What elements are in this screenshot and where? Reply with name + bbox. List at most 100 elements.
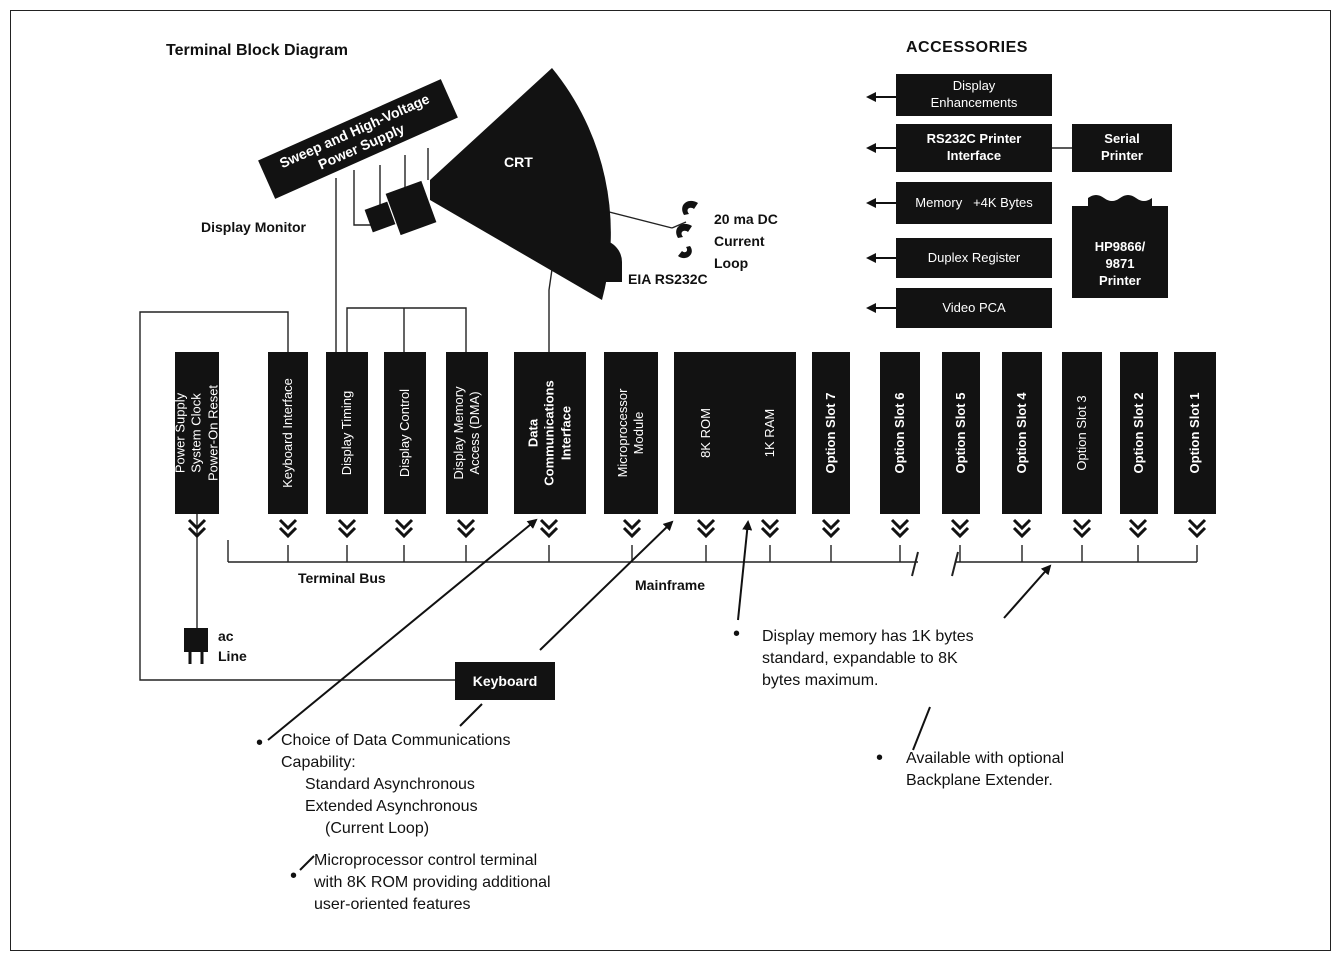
keyboard-label: Keyboard	[472, 672, 538, 689]
printer-interface-line2: Interface	[946, 148, 1002, 163]
power-line2: System Clock	[188, 393, 204, 473]
diagram-title: Terminal Block Diagram	[166, 42, 348, 59]
option-slot-1: Option Slot 1	[1174, 352, 1216, 514]
display-memory-access-module: Display Memory Access (DMA)	[446, 352, 488, 514]
microprocessor-label: Microprocessor Module	[615, 389, 648, 478]
serial-printer-box: Serial Printer	[1072, 124, 1172, 172]
mainframe-label: Mainframe	[635, 577, 706, 593]
printer-interface-line1: RS232C Printer	[926, 131, 1022, 147]
note-mp-line3: user-oriented features	[314, 896, 471, 913]
memory-expansion-box: Memory +4K Bytes	[896, 182, 1052, 224]
data-communications-module: Data Communications Interface	[514, 352, 586, 514]
option-slot-6-label: Option Slot 6	[891, 392, 907, 474]
option-slot-2-label: Option Slot 2	[1130, 392, 1146, 474]
current-loop-line1: 20 ma DC	[714, 211, 778, 227]
data-comm-line3: Interface	[558, 405, 574, 461]
keyboard-interface-label: Keyboard Interface	[279, 378, 295, 488]
data-comm-note: Choice of Data Communications Capability…	[281, 730, 510, 840]
display-enhancements-box: Display Enhancements	[896, 74, 1052, 116]
microprocessor-note: Microprocessor control terminal with 8K …	[314, 850, 551, 916]
note-dc-line1: Choice of Data Communications	[281, 732, 511, 749]
terminal-bus-label: Terminal Bus	[298, 570, 386, 586]
rom-label: 8K ROM	[697, 408, 713, 458]
note-dc-line5: (Current Loop)	[325, 820, 430, 837]
note-dm-line1: Display memory has 1K bytes	[762, 628, 974, 645]
backplane-note: Available with optional Backplane Extend…	[906, 748, 1064, 792]
note-dc-line2: Capability:	[281, 754, 356, 771]
crt-shape	[430, 68, 611, 300]
data-comm-line1: Data	[525, 418, 541, 448]
hp-printer-box: HP9866/ 9871 Printer	[1072, 206, 1168, 298]
option-slot-5: Option Slot 5	[942, 352, 980, 514]
microprocessor-line2: Module	[631, 411, 646, 455]
display-memory-note: Display memory has 1K bytes standard, ex…	[762, 626, 974, 692]
microprocessor-module: Microprocessor Module	[604, 352, 658, 514]
display-memory-line2: Access (DMA)	[467, 391, 482, 475]
note-dm-line2: standard, expandable to 8K	[762, 650, 958, 667]
hp-printer-line3: Printer	[1099, 273, 1141, 289]
option-slot-2: Option Slot 2	[1120, 352, 1158, 514]
bullet-backplane: •	[876, 747, 884, 769]
bullet-display-memory: •	[733, 623, 741, 645]
crt-label: CRT	[504, 154, 533, 170]
video-pca-box: Video PCA	[896, 288, 1052, 328]
ac-plug	[184, 628, 208, 652]
note-bp-line1: Available with optional	[906, 750, 1065, 767]
hp-printer-line2: 9871	[1105, 256, 1135, 272]
video-pca-label: Video PCA	[942, 299, 1006, 315]
current-loop-line3: Loop	[714, 255, 749, 271]
display-timing-label: Display Timing	[338, 390, 354, 476]
data-comm-line2: Communications	[541, 380, 557, 486]
option-slot-7-label: Option Slot 7	[822, 392, 838, 474]
hp-printer-line1: HP9866/	[1094, 239, 1146, 255]
accessories-heading: ACCESSORIES	[906, 39, 1028, 56]
duplex-register-label: Duplex Register	[927, 249, 1021, 265]
diagram-frame	[10, 10, 1331, 951]
ac-line-label: ac Line	[218, 626, 247, 666]
memory-label: Memory +4K Bytes	[915, 194, 1033, 210]
eia-rs232c-label: EIA RS232C	[628, 271, 708, 287]
serial-printer-line2: Printer	[1101, 148, 1143, 163]
option-slot-7: Option Slot 7	[812, 352, 850, 514]
display-enhancements-line1: Display	[952, 78, 996, 94]
current-loop-connector	[676, 200, 698, 259]
display-memory-line1: Display Memory	[450, 386, 466, 480]
data-comm-label: Data Communications Interface	[526, 380, 575, 485]
eia-connector	[578, 240, 622, 282]
ac-line-line1: ac	[218, 628, 234, 644]
power-supply-module: Power Supply System Clock Power-On Reset	[173, 352, 222, 514]
current-loop-line2: Current	[714, 233, 765, 249]
keyboard-box: Keyboard	[455, 662, 555, 700]
bus-chevrons	[187, 518, 1207, 539]
option-slot-3-label: Option Slot 3	[1073, 395, 1089, 471]
display-memory-label: Display Memory Access (DMA)	[451, 386, 484, 479]
keyboard-interface-module: Keyboard Interface	[268, 352, 308, 514]
power-line3: Power-On Reset	[205, 384, 221, 482]
display-control-module: Display Control	[384, 352, 426, 514]
display-enhancements-line2: Enhancements	[930, 95, 1018, 110]
display-control-label: Display Control	[396, 388, 412, 478]
rs232c-printer-interface-box: RS232C Printer Interface	[896, 124, 1052, 172]
note-dc-line4: Extended Asynchronous	[305, 798, 478, 815]
bullet-microprocessor: •	[290, 865, 298, 887]
display-monitor-label: Display Monitor	[201, 219, 307, 235]
note-dm-line3: bytes maximum.	[762, 672, 879, 689]
crt-yoke	[385, 180, 437, 236]
option-slot-1-label: Option Slot 1	[1186, 392, 1202, 474]
note-mp-line2: with 8K ROM providing additional	[314, 874, 551, 891]
note-mp-line1: Microprocessor control terminal	[314, 852, 538, 869]
power-line1: Power Supply	[172, 392, 188, 474]
power-supply-label: Power Supply System Clock Power-On Reset	[173, 385, 222, 481]
crt-neck	[364, 201, 396, 233]
display-timing-module: Display Timing	[326, 352, 368, 514]
bullet-data-comm: •	[256, 732, 264, 754]
note-dc-line3: Standard Asynchronous	[305, 776, 475, 793]
note-bp-line2: Backplane Extender.	[906, 772, 1053, 789]
ram-label: 1K RAM	[761, 408, 777, 458]
serial-printer-line1: Serial	[1104, 131, 1140, 147]
current-loop-label: 20 ma DC Current Loop	[714, 208, 778, 274]
option-slot-6: Option Slot 6	[880, 352, 920, 514]
ac-line-line2: Line	[218, 648, 247, 664]
option-slot-3: Option Slot 3	[1062, 352, 1102, 514]
